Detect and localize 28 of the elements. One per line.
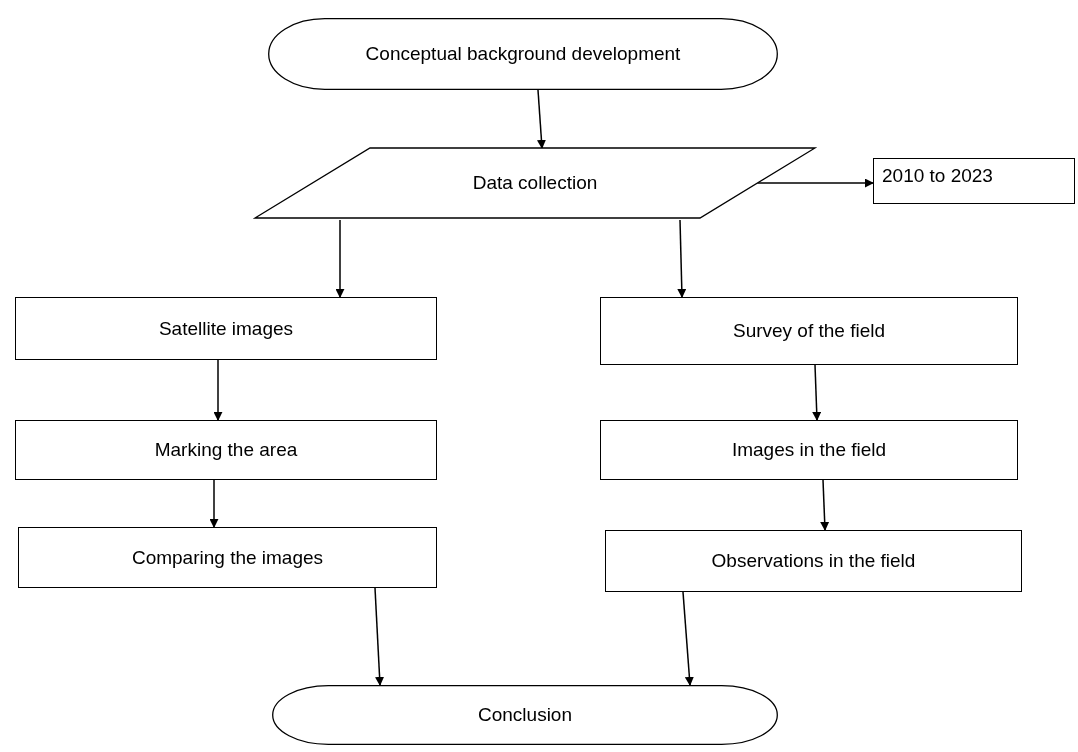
arrow <box>374 587 385 686</box>
arrow <box>756 178 874 188</box>
node-text: Images in the field <box>731 439 887 461</box>
process-box <box>873 158 1075 204</box>
node-text: Comparing the images <box>131 546 324 569</box>
arrow <box>812 364 822 421</box>
process-box <box>15 420 437 480</box>
process-box <box>15 297 437 360</box>
arrow <box>335 219 345 298</box>
arrow <box>213 359 223 421</box>
process-box <box>600 420 1018 480</box>
node-text: Conclusion <box>478 704 572 726</box>
node-text: Survey of the field <box>732 320 886 342</box>
arrow <box>209 479 219 528</box>
arrow <box>536 89 546 149</box>
node-text: Observations in the field <box>711 550 916 572</box>
arrow <box>677 219 687 298</box>
process-box <box>600 297 1018 365</box>
node-text: Conceptual background development <box>365 43 681 65</box>
data-parallelogram <box>255 148 815 218</box>
arrow <box>682 591 694 686</box>
node-text: Data collection <box>472 172 598 194</box>
process-box <box>605 530 1022 592</box>
node-text: 2010 to 2023 <box>882 165 993 187</box>
node-text: Marking the area <box>154 439 298 461</box>
process-box <box>18 527 437 588</box>
arrow <box>820 479 830 531</box>
node-text: Satellite images <box>158 317 294 340</box>
